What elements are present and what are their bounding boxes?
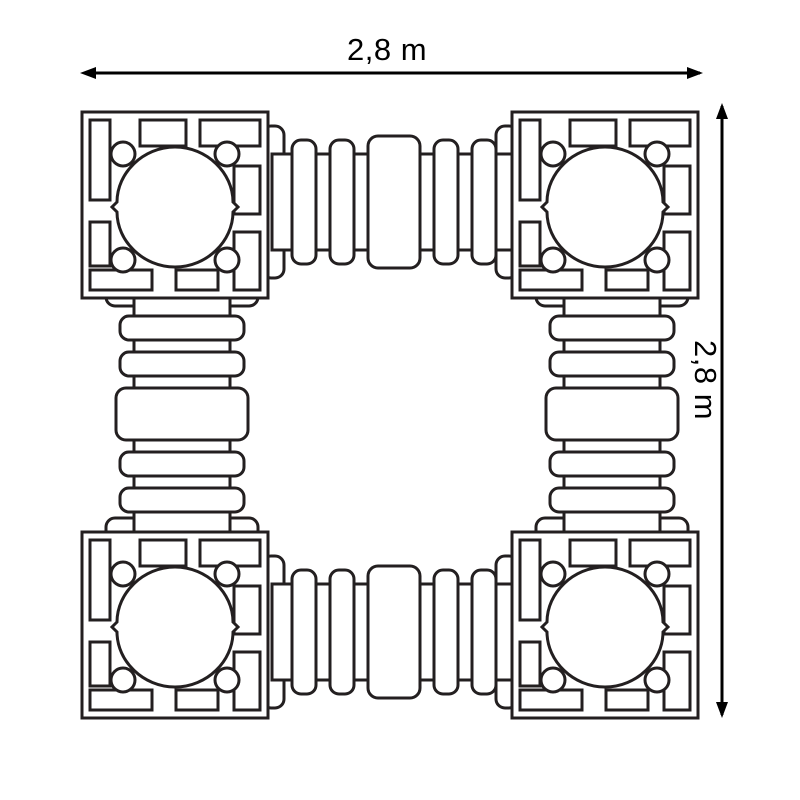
- connector-right-vertical: [544, 294, 680, 534]
- corner-block-bottom-left: [80, 530, 270, 720]
- dimension-line-top: [80, 67, 703, 79]
- connector-top-horizontal: [270, 134, 516, 270]
- corner-block-top-right: [510, 110, 700, 300]
- dimension-label-right: 2,8 m: [688, 340, 723, 421]
- dimension-label-top: 2,8 m: [347, 32, 428, 67]
- connector-bottom-horizontal: [270, 564, 516, 700]
- dimension-line-right: [716, 103, 728, 718]
- corner-block-bottom-right: [510, 530, 700, 720]
- connector-left-vertical: [114, 294, 250, 534]
- corner-block-top-left: [80, 110, 270, 300]
